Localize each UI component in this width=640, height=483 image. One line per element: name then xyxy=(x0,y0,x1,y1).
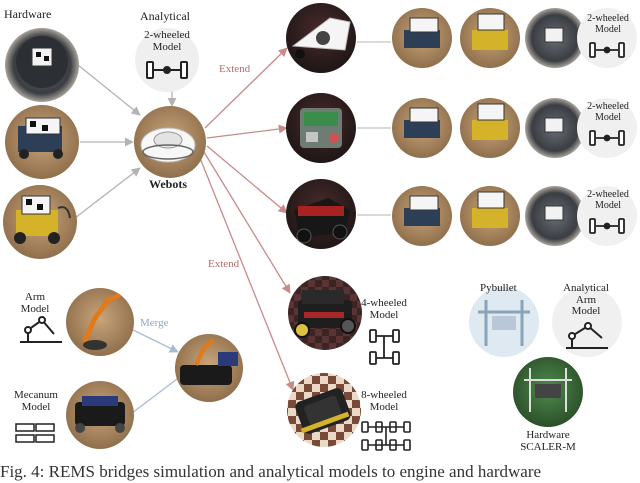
hardware-yellow-robot-photo xyxy=(3,185,77,259)
arm-photo xyxy=(66,288,134,356)
row-link-lines xyxy=(357,41,391,216)
8wheel-model-diagram xyxy=(361,421,411,451)
label-arm-line1: Arm xyxy=(24,291,46,303)
label-scaler-line1: Hardware xyxy=(526,429,570,441)
label-4wheeled-line1: 4-wheeled xyxy=(361,297,407,309)
label-analytical-arm-model: Analytical Arm Model xyxy=(555,282,617,318)
label-8wheeled-line2: Model xyxy=(369,400,399,413)
label-aam-line2: Arm xyxy=(575,293,597,306)
label-merge: Merge xyxy=(140,317,169,329)
extended-4wheel-robot xyxy=(288,276,362,350)
label-aam-line1: Analytical xyxy=(563,282,609,294)
label-mecanum-line1: Mecanum xyxy=(14,389,58,401)
label-arm-model: Arm Model xyxy=(14,291,56,315)
label-scaler-line2: SCALER-M xyxy=(520,440,576,453)
mecanum-model-diagram xyxy=(15,423,55,443)
label-analytical: Analytical xyxy=(140,9,190,23)
label-hardware: Hardware xyxy=(4,7,52,21)
label-4wheeled-line2: Model xyxy=(369,308,399,321)
label-8wheeled-model: 8-wheeled Model xyxy=(356,389,412,413)
label-row3-line2: Model xyxy=(594,199,622,211)
4wheel-model-diagram xyxy=(369,329,400,365)
mecanum-photo xyxy=(66,381,134,449)
label-row2-line2: Model xyxy=(594,111,622,123)
label-pybullet: Pybullet xyxy=(480,282,517,294)
hardware-small-robot-photo xyxy=(5,105,79,179)
hardware-roomba-photo xyxy=(5,28,79,102)
label-row2-line1: 2-wheeled xyxy=(587,101,629,112)
label-aam-line3: Model xyxy=(571,305,601,318)
label-row3-2wheeled: 2-wheeled Model xyxy=(580,189,636,211)
label-extend-bottom: Extend xyxy=(208,258,240,270)
label-row1-2wheeled: 2-wheeled Model xyxy=(580,13,636,35)
label-8wheeled-line1: 8-wheeled xyxy=(361,389,407,401)
pybullet-render xyxy=(469,287,539,357)
row-3-robots xyxy=(392,186,637,246)
extended-green-robot xyxy=(286,93,356,163)
label-row3-line1: 2-wheeled xyxy=(587,189,629,200)
extended-8wheel-robot xyxy=(287,373,361,447)
analytical-arm-model-diagram xyxy=(552,287,622,357)
label-mecanum-line2: Model xyxy=(21,400,51,413)
scaler-hardware-photo xyxy=(513,357,583,427)
extended-pioneer-robot xyxy=(286,179,356,249)
extend-arrows xyxy=(199,47,295,391)
label-hardware-scaler: Hardware SCALER-M xyxy=(512,429,584,453)
label-row1-line2: Model xyxy=(594,23,622,35)
row-2-robots xyxy=(392,98,637,158)
label-row2-2wheeled: 2-wheeled Model xyxy=(580,101,636,123)
analytical-2wheel-model xyxy=(135,28,199,92)
label-extend-top: Extend xyxy=(219,63,251,75)
figure-caption: Fig. 4: REMS bridges simulation and anal… xyxy=(0,462,542,481)
merged-robot-photo xyxy=(175,334,243,402)
extended-white-robot xyxy=(286,3,356,73)
label-2wheeled-line1: 2-wheeled xyxy=(144,29,190,41)
label-4wheeled-model: 4-wheeled Model xyxy=(356,297,412,321)
arm-model-diagram xyxy=(20,316,62,343)
webots-robot-image xyxy=(134,106,206,178)
label-webots: Webots xyxy=(149,177,188,191)
label-arm-line2: Model xyxy=(20,302,50,315)
label-mecanum-model: Mecanum Model xyxy=(10,389,62,413)
row-1-robots xyxy=(392,8,637,68)
label-row1-line1: 2-wheeled xyxy=(587,13,629,24)
label-2wheeled-model-top: 2-wheeled Model xyxy=(140,29,194,53)
label-2wheeled-line2: Model xyxy=(152,40,182,53)
